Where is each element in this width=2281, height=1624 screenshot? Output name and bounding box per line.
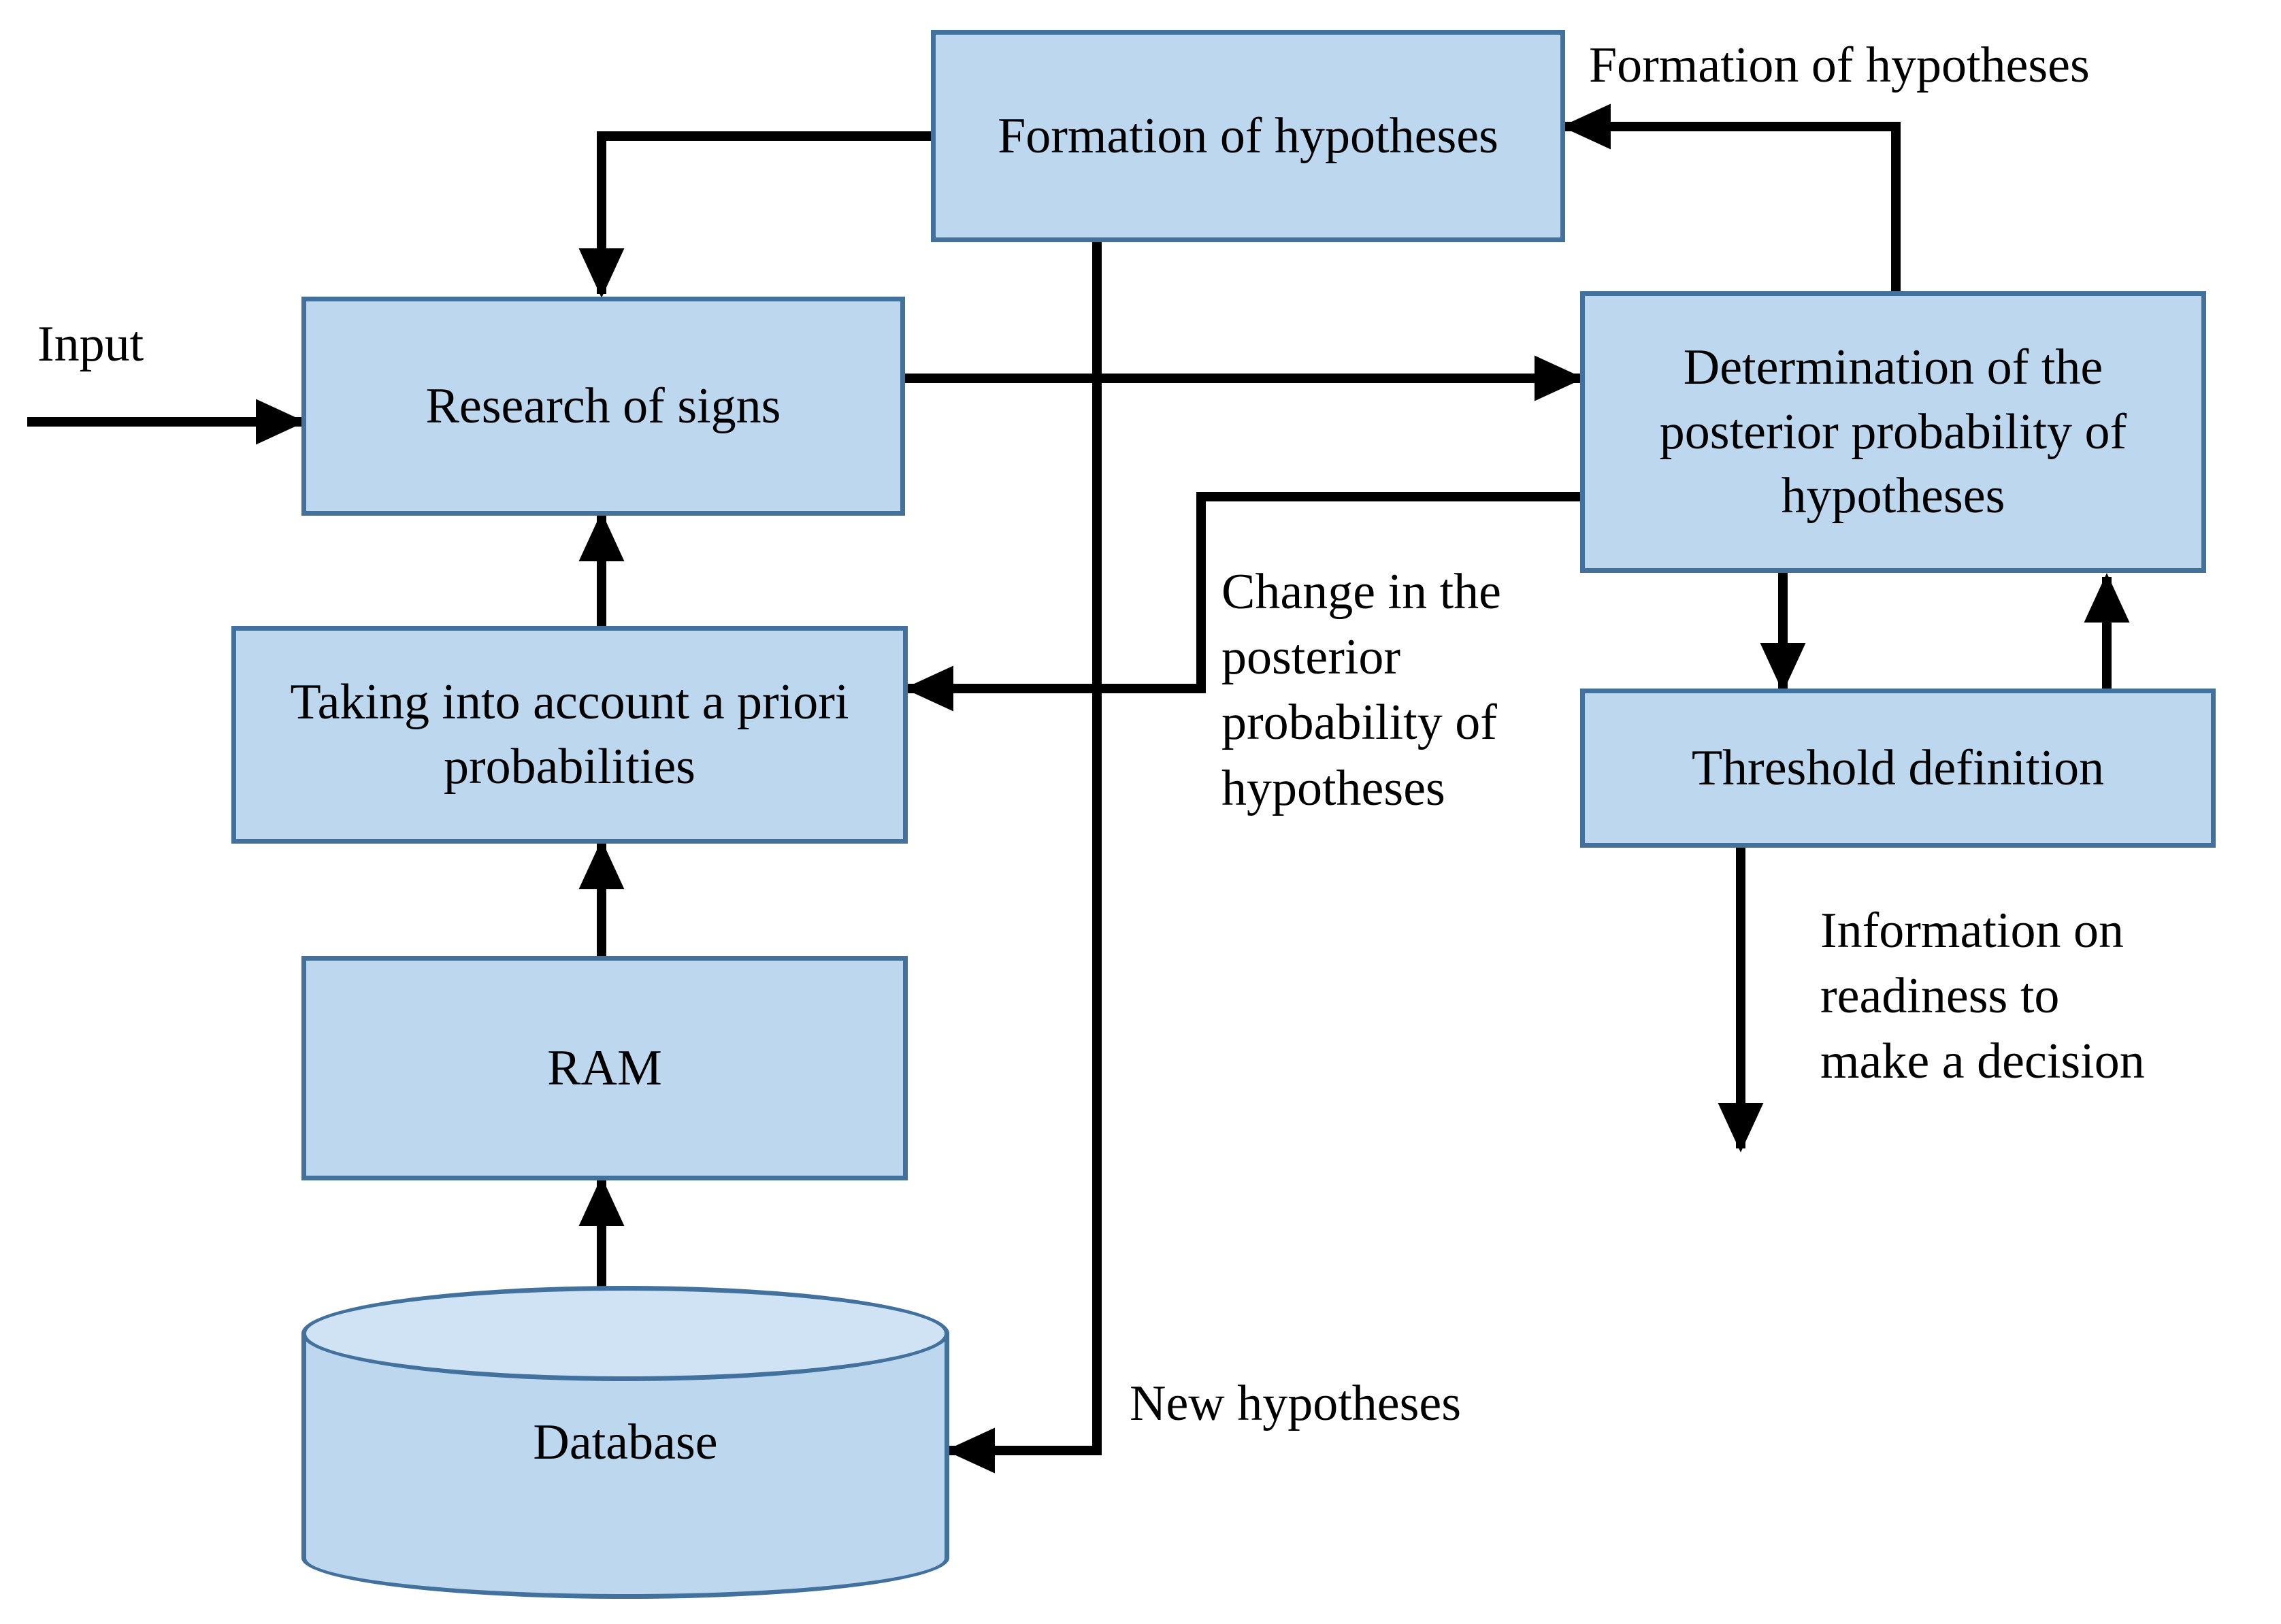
node-research-of-signs-label: Research of signs [425,378,781,434]
node-research-of-signs[interactable]: Research of signs [301,297,905,516]
node-determination-posterior-probability[interactable]: Determination of the posterior probabili… [1580,291,2206,573]
database-cylinder-top [301,1286,949,1381]
node-database[interactable]: Database [301,1286,949,1599]
label-formation-of-hypotheses-edge: Formation of hypotheses [1589,37,2090,93]
node-ram-label: RAM [547,1040,662,1096]
node-formation-of-hypotheses[interactable]: Formation of hypotheses [931,30,1565,242]
edge-formation-to-database [945,239,1102,1474]
node-database-label: Database [533,1414,718,1470]
node-taking-into-account-apriori-probabilities[interactable]: Taking into account a priori probabiliti… [231,626,908,844]
label-change-in-posterior-probability: Change in the posterior probability of h… [1221,564,1502,816]
node-formation-of-hypotheses-label: Formation of hypotheses [998,107,1498,164]
node-determination-posterior-probability-label: Determination of the posterior probabili… [1659,339,2127,525]
label-input: Input [37,316,144,372]
node-threshold-definition-label: Threshold definition [1691,740,2105,796]
edge-determination-to-formation [1561,103,1901,293]
edge-formation-to-research [578,131,931,298]
label-information-on-readiness: Information on readiness to make a decis… [1820,903,2145,1090]
label-new-hypotheses: New hypotheses [1130,1376,1462,1431]
node-ram[interactable]: RAM [301,956,908,1180]
node-threshold-definition[interactable]: Threshold definition [1580,689,2216,848]
node-taking-into-account-apriori-probabilities-label: Taking into account a priori probabiliti… [290,674,849,795]
